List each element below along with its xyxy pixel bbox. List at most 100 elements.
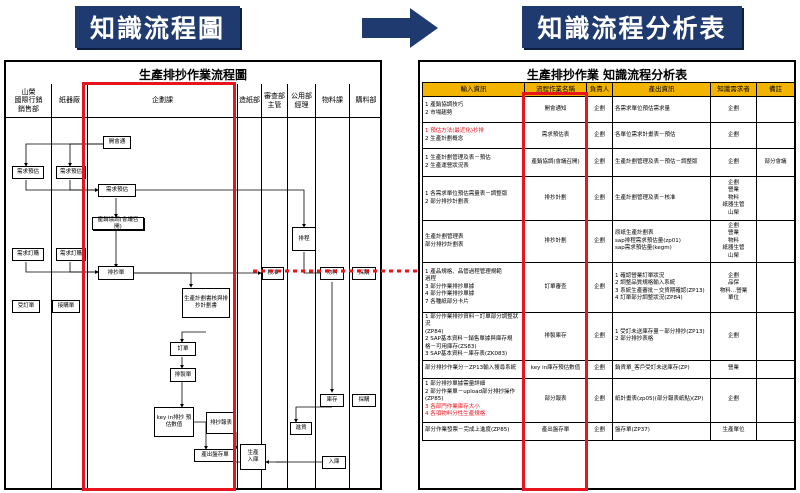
cell-process: 排製庫存: [524, 312, 587, 361]
cell-knowledge-need: 企劃 品保 物料…營業 單位: [710, 262, 757, 313]
flow-box-demand-forecast-1: 需求預估: [12, 166, 44, 179]
cell-owner: 企劃: [586, 176, 613, 221]
lane-header-review: 審查部 主管: [262, 84, 288, 118]
flow-box-demand-order-2: 需求訂購: [56, 248, 86, 261]
cell-owner: 企劃: [586, 312, 613, 361]
cell-output: 原紙生產計劃表 sap排程需求預估量(zp01) sap需求預估量(kegm): [612, 220, 711, 263]
cell-knowledge-need: 企劃: [710, 377, 757, 423]
table-row: 生產計劃管理表部分排抄計劃表排抄計劃企劃原紙生產計劃表 sap排程需求預估量(z…: [422, 220, 795, 263]
cell-owner: 企劃: [586, 421, 613, 441]
cell-input: 部分作業發票－完成上進度(ZP85): [422, 421, 525, 441]
cell-output: 生產計劃管理及表－預估－調整版: [612, 148, 711, 177]
cell-owner: 企劃: [586, 122, 613, 149]
input-line: 部分排抄作業分－ZP13輸入搜尋系統: [425, 365, 517, 372]
cell-process: 部分報表: [524, 377, 587, 423]
cell-knowledge-need: 生產單位: [710, 421, 757, 441]
flow-box-receiving: 進貨: [290, 422, 312, 435]
input-line: 4 部分作業排抄單據: [425, 291, 475, 298]
header-process: 流程作業名稱: [524, 82, 587, 97]
table-header-row: 輸入資訊 流程作業名稱 負責人 產出資訊 知識需求者 備註: [422, 82, 795, 97]
header-input: 輸入資訊: [422, 82, 525, 97]
input-line: 2 部分作業單－upload部分排抄操作: [425, 388, 515, 395]
flow-box-production-sheet: 排抄單: [98, 266, 134, 280]
lane-header-material: 物料課: [316, 84, 350, 118]
cell-output: 盤存單(ZP37): [612, 421, 711, 441]
cell-note: [756, 122, 795, 149]
flow-box-plan-document: 生產計劃書核與排抄計劃書: [182, 288, 230, 318]
cell-output: 各需求單位預估需求量: [612, 96, 711, 123]
flow-box-stock: 庫存: [320, 394, 344, 407]
header-note: 備註: [756, 82, 795, 97]
cell-note: [756, 262, 795, 313]
banner-knowledge-flowchart: 知識流程圖: [75, 6, 240, 48]
input-line: 1 產品規格、品管過程管理規範: [425, 268, 502, 275]
cell-input: 生產計劃管理表部分排抄計劃表: [422, 220, 525, 263]
flow-box-received-order: 受訂單: [12, 300, 40, 313]
flowchart-title: 生產排抄作業流程圖: [138, 68, 247, 82]
header-knowledge-need: 知識需求者: [710, 82, 757, 97]
input-line: 1 產銷協調技巧: [425, 102, 464, 109]
cell-knowledge-need: 企劃: [710, 96, 757, 123]
cell-process: 需求預估表: [524, 122, 587, 149]
cell-output: 生產計劃管理及表－核准: [612, 176, 711, 221]
flow-box-coordination-meeting: 產銷協調(會議召開): [92, 217, 144, 230]
input-line: (ZP85): [425, 396, 444, 403]
cell-process: key in庫存預估數值: [524, 359, 587, 379]
cell-output: 紙計畫表(zp05)(部分報表紙點)(ZP): [612, 377, 711, 423]
cell-process: 排抄計劃: [524, 220, 587, 263]
analysis-table-panel: 生產排抄作業 知識流程分析表 輸入資訊 流程作業名稱 負責人 產出資訊 知識需求…: [418, 60, 796, 490]
input-line: 2 部分排抄計劃表: [425, 198, 469, 205]
cell-owner: 企劃: [586, 359, 613, 379]
lane-header-utility: 公用部 經理: [288, 84, 316, 118]
table-row: 1 部分作業排抄資料－訂單部分調整狀況 (ZP84)2 SAP基本資料－銷售單據…: [422, 312, 795, 361]
table-row: 部分排抄作業分－ZP13輸入搜尋系統 key in庫存預估數值企劃銷貨單_客戶受訂…: [422, 359, 795, 379]
cell-note: [756, 220, 795, 263]
lane-header-purchase: 購料部: [350, 84, 382, 118]
flow-box-warehousing: 生產 入庫: [240, 444, 266, 470]
cell-owner: 企劃: [586, 148, 613, 177]
flowchart-panel: 生產排抄作業流程圖 山榮 國際行銷 銷售部 紙器廠 企劃課 造紙部 審查部 主管…: [4, 60, 382, 490]
flow-box-inventory-sheet: 產出盤存單: [194, 449, 236, 462]
flow-box-purchase-order: 接購單: [52, 300, 80, 313]
cell-note: [756, 176, 795, 221]
cell-process: 產出盤存單: [524, 421, 587, 441]
input-line: 1 部分作業排抄資料－訂單部分調整狀況: [425, 314, 519, 328]
header-output: 產出資訊: [612, 82, 711, 97]
cell-note: [756, 96, 795, 123]
flow-box-report: 排抄報表: [206, 412, 236, 434]
flow-box-demand-forecast-2: 需求預估: [56, 166, 86, 179]
input-line: 3 部分作業排抄單據: [425, 283, 475, 290]
input-line: 3 SAP基本資料－庫存表(ZK083): [425, 351, 508, 358]
right-arrow-icon: [362, 8, 438, 48]
input-line: 部分作業發票－完成上進度(ZP85): [425, 427, 510, 434]
cell-knowledge-need: 企劃: [710, 148, 757, 177]
input-line: 1 預估方法(最近化)抄排: [425, 128, 485, 135]
cell-process: 產銷協調(會議召開): [524, 148, 587, 177]
input-line: 2 生產運營狀況表: [425, 162, 469, 169]
flow-box-production-order: 排製單: [170, 368, 196, 382]
input-line: 3 各部門作業庫存大小: [425, 403, 480, 410]
cell-note: [756, 377, 795, 423]
banner-knowledge-analysis-table: 知識流程分析表: [522, 6, 742, 48]
flow-box-demand-forecast-3: 需求預估: [98, 184, 136, 197]
cell-output: 銷貨單_客戶受訂未送庫存(ZP): [612, 359, 711, 379]
input-line: 過程: [425, 276, 437, 283]
table-row: 部分作業發票－完成上進度(ZP85) 產出盤存單企劃盤存單(ZP37)生產單位: [422, 421, 795, 441]
cell-note: [756, 359, 795, 379]
lane-header-planning: 企劃課: [88, 84, 238, 118]
input-line: 1 生產計劃管理及表－預估: [425, 155, 491, 162]
cell-owner: 企劃: [586, 262, 613, 313]
cell-knowledge-need: 營業: [710, 359, 757, 379]
input-line: (ZP84): [425, 328, 444, 335]
flow-box-purchase-2: 採購: [352, 394, 376, 407]
lane-header-carton: 紙器廠: [52, 84, 88, 118]
cell-process: 開會通知: [524, 96, 587, 123]
cell-owner: 企劃: [586, 220, 613, 263]
